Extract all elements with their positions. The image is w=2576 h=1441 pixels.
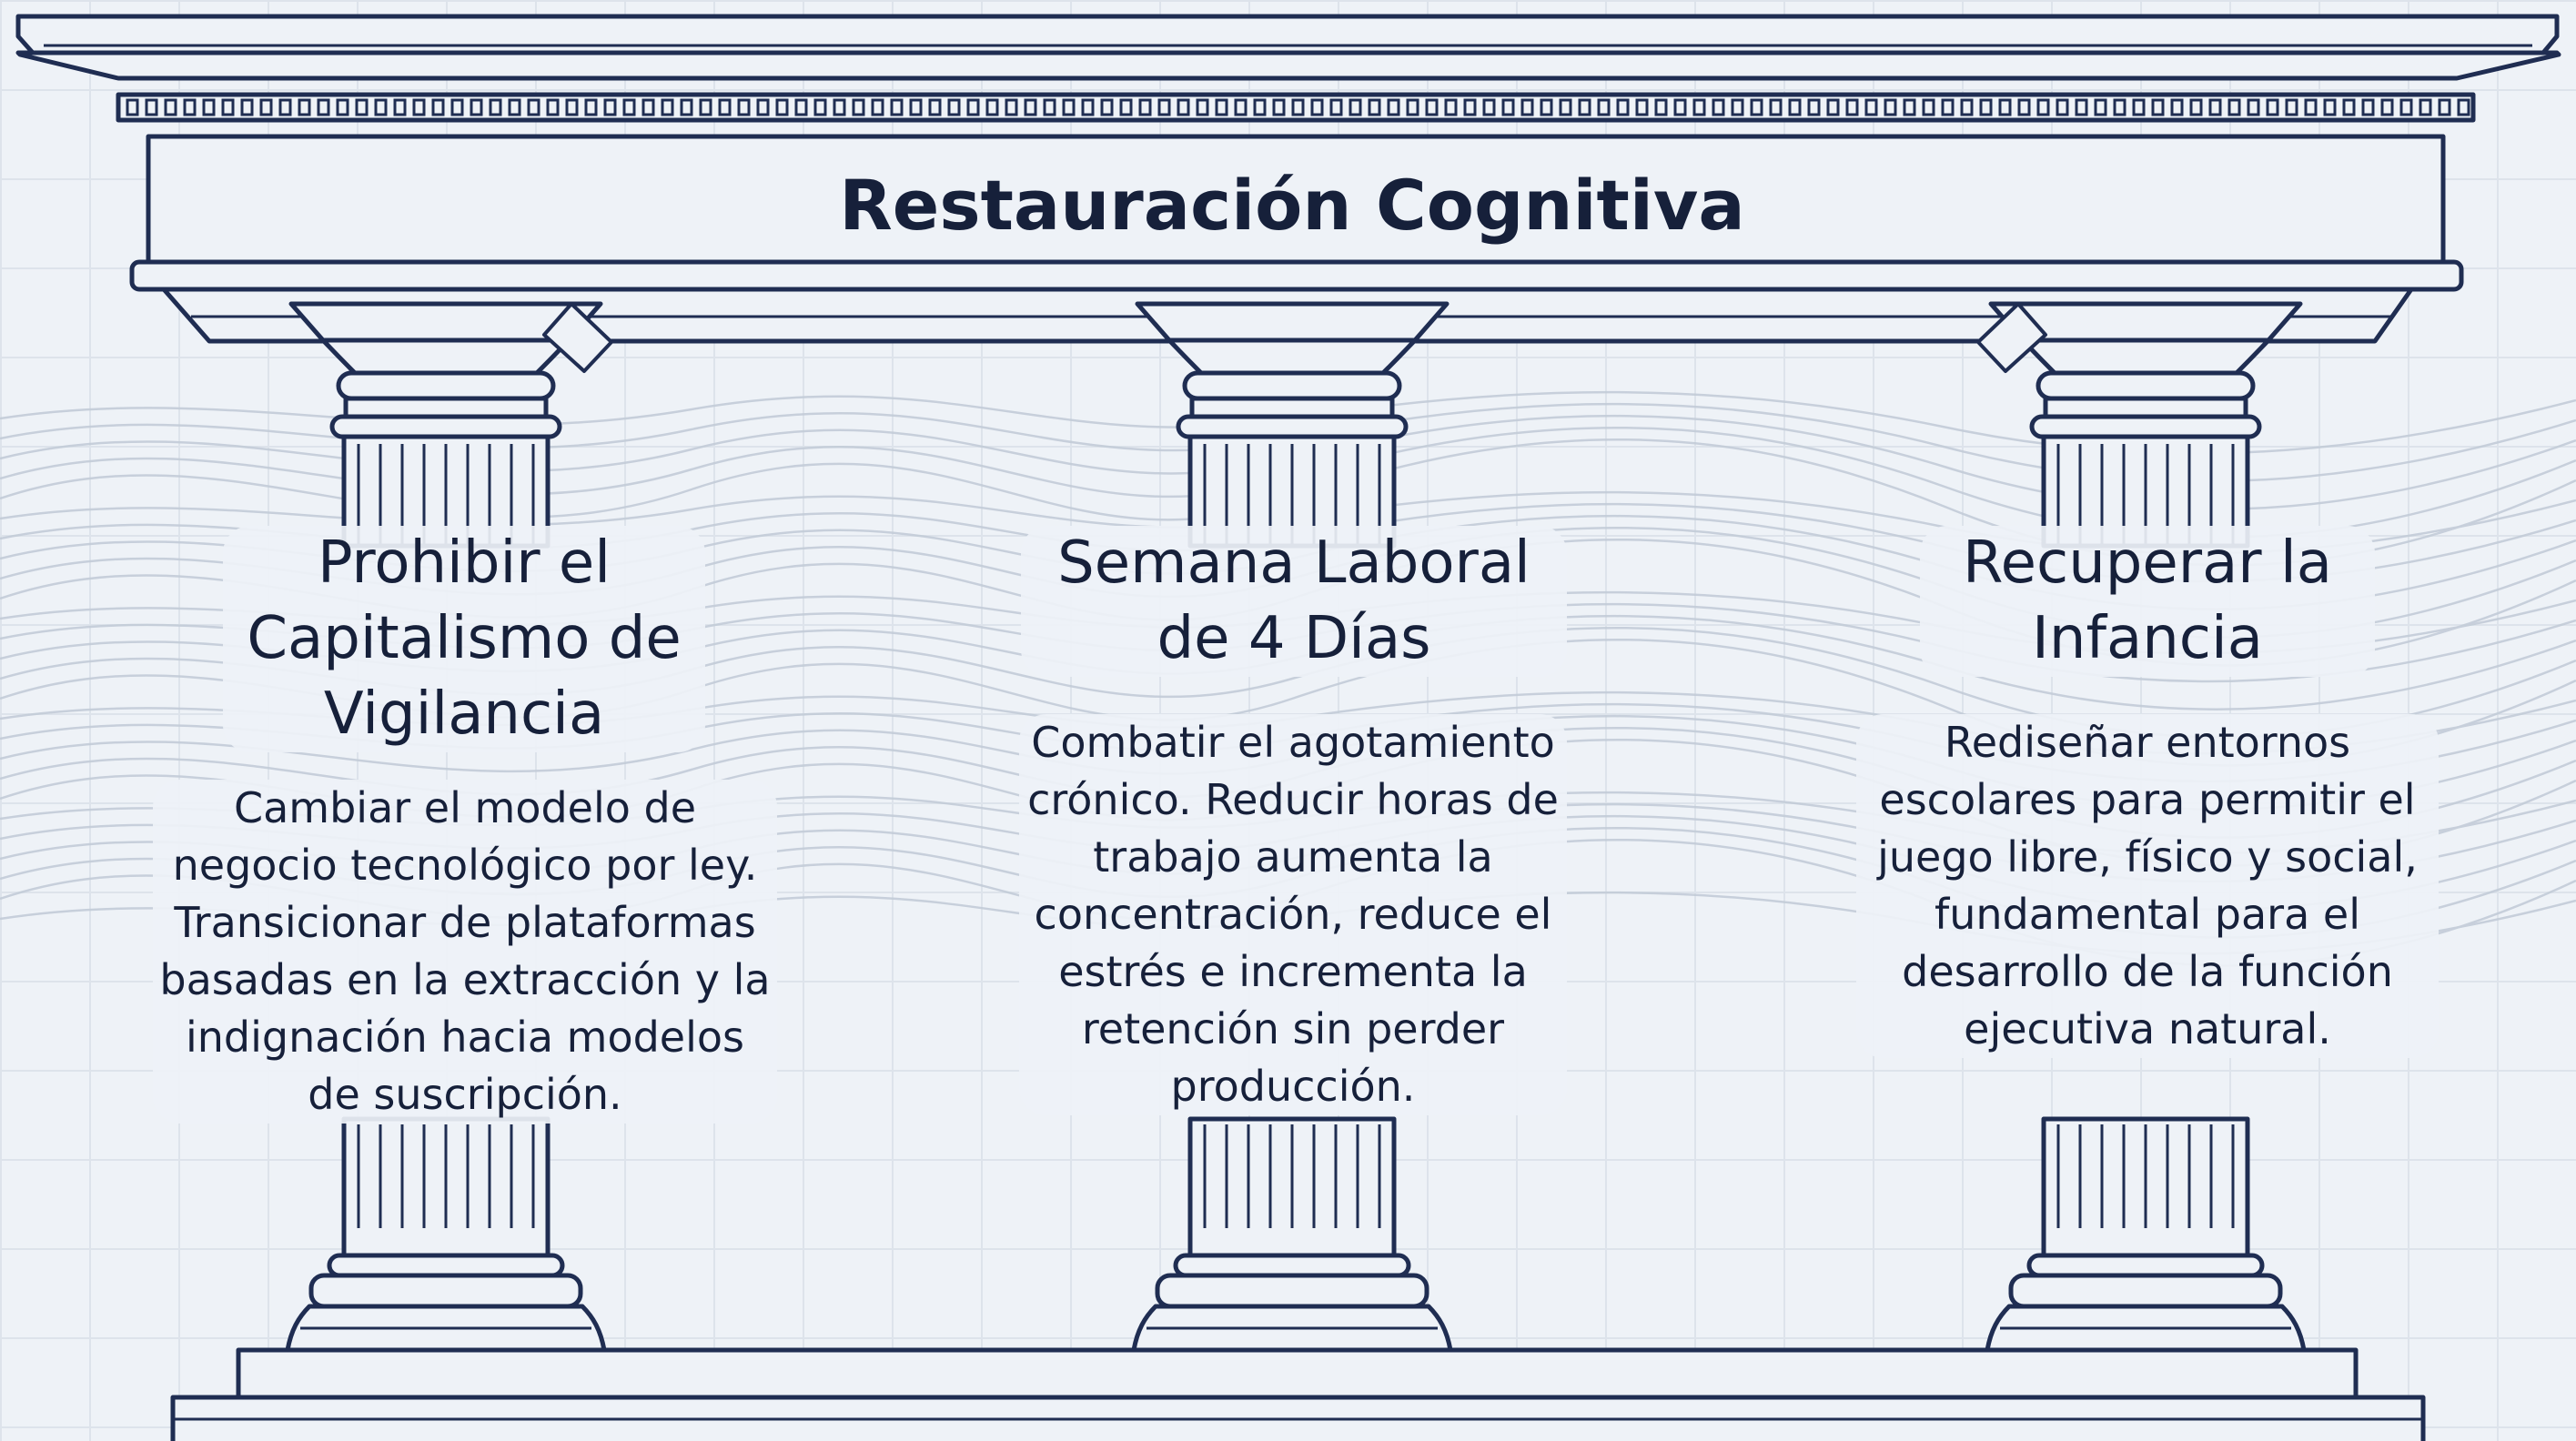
pillar-3-title: Recuperar la Infancia xyxy=(1920,526,2375,677)
pillar-2-description: Combatir el agotamiento crónico. Reducir… xyxy=(1019,714,1567,1115)
architrave xyxy=(129,259,2464,292)
pillar-2-title: Semana Laboral de 4 Días xyxy=(1021,526,1567,677)
bracket-right xyxy=(1976,302,2047,373)
bracket-left xyxy=(542,302,613,373)
page-title: Restauración Cognitiva xyxy=(839,165,1745,246)
pillar-1-title: Prohibir el Capitalismo de Vigilancia xyxy=(223,526,705,752)
stylobate-upper xyxy=(236,1347,2359,1400)
pillar-1-description: Cambiar el modelo de negocio tecnológico… xyxy=(153,780,777,1124)
cornice-slope xyxy=(15,50,2561,81)
dentils xyxy=(126,98,2470,116)
pillar-3-description: Rediseñar entornos escolares para permit… xyxy=(1856,714,2439,1058)
temple-base xyxy=(170,1347,2426,1441)
cornice xyxy=(15,14,2560,55)
column-center xyxy=(1131,301,1453,1353)
